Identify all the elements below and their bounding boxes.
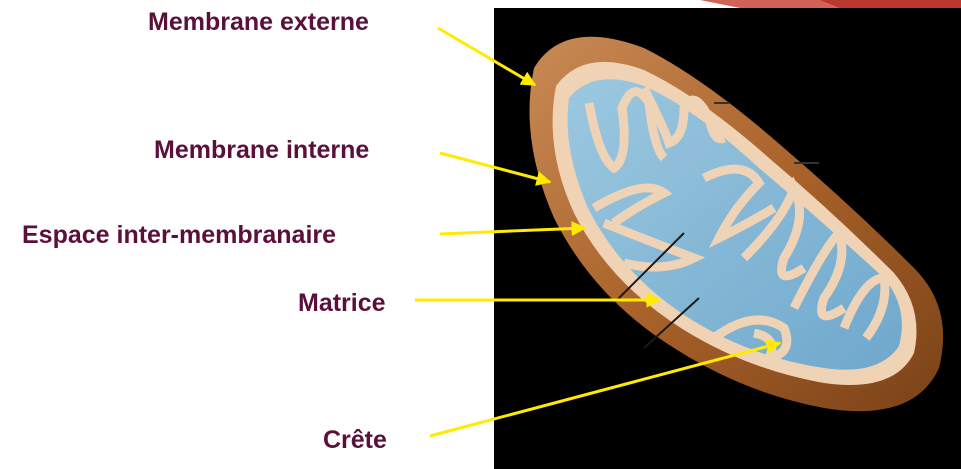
label-membrane-interne: Membrane interne bbox=[154, 138, 369, 163]
mitochondrion-illustration bbox=[494, 8, 961, 469]
label-membrane-externe: Membrane externe bbox=[148, 10, 369, 35]
label-matrice: Matrice bbox=[298, 291, 386, 316]
label-espace-inter-membranaire: Espace inter-membranaire bbox=[22, 223, 336, 248]
label-crete: Crête bbox=[323, 428, 387, 453]
